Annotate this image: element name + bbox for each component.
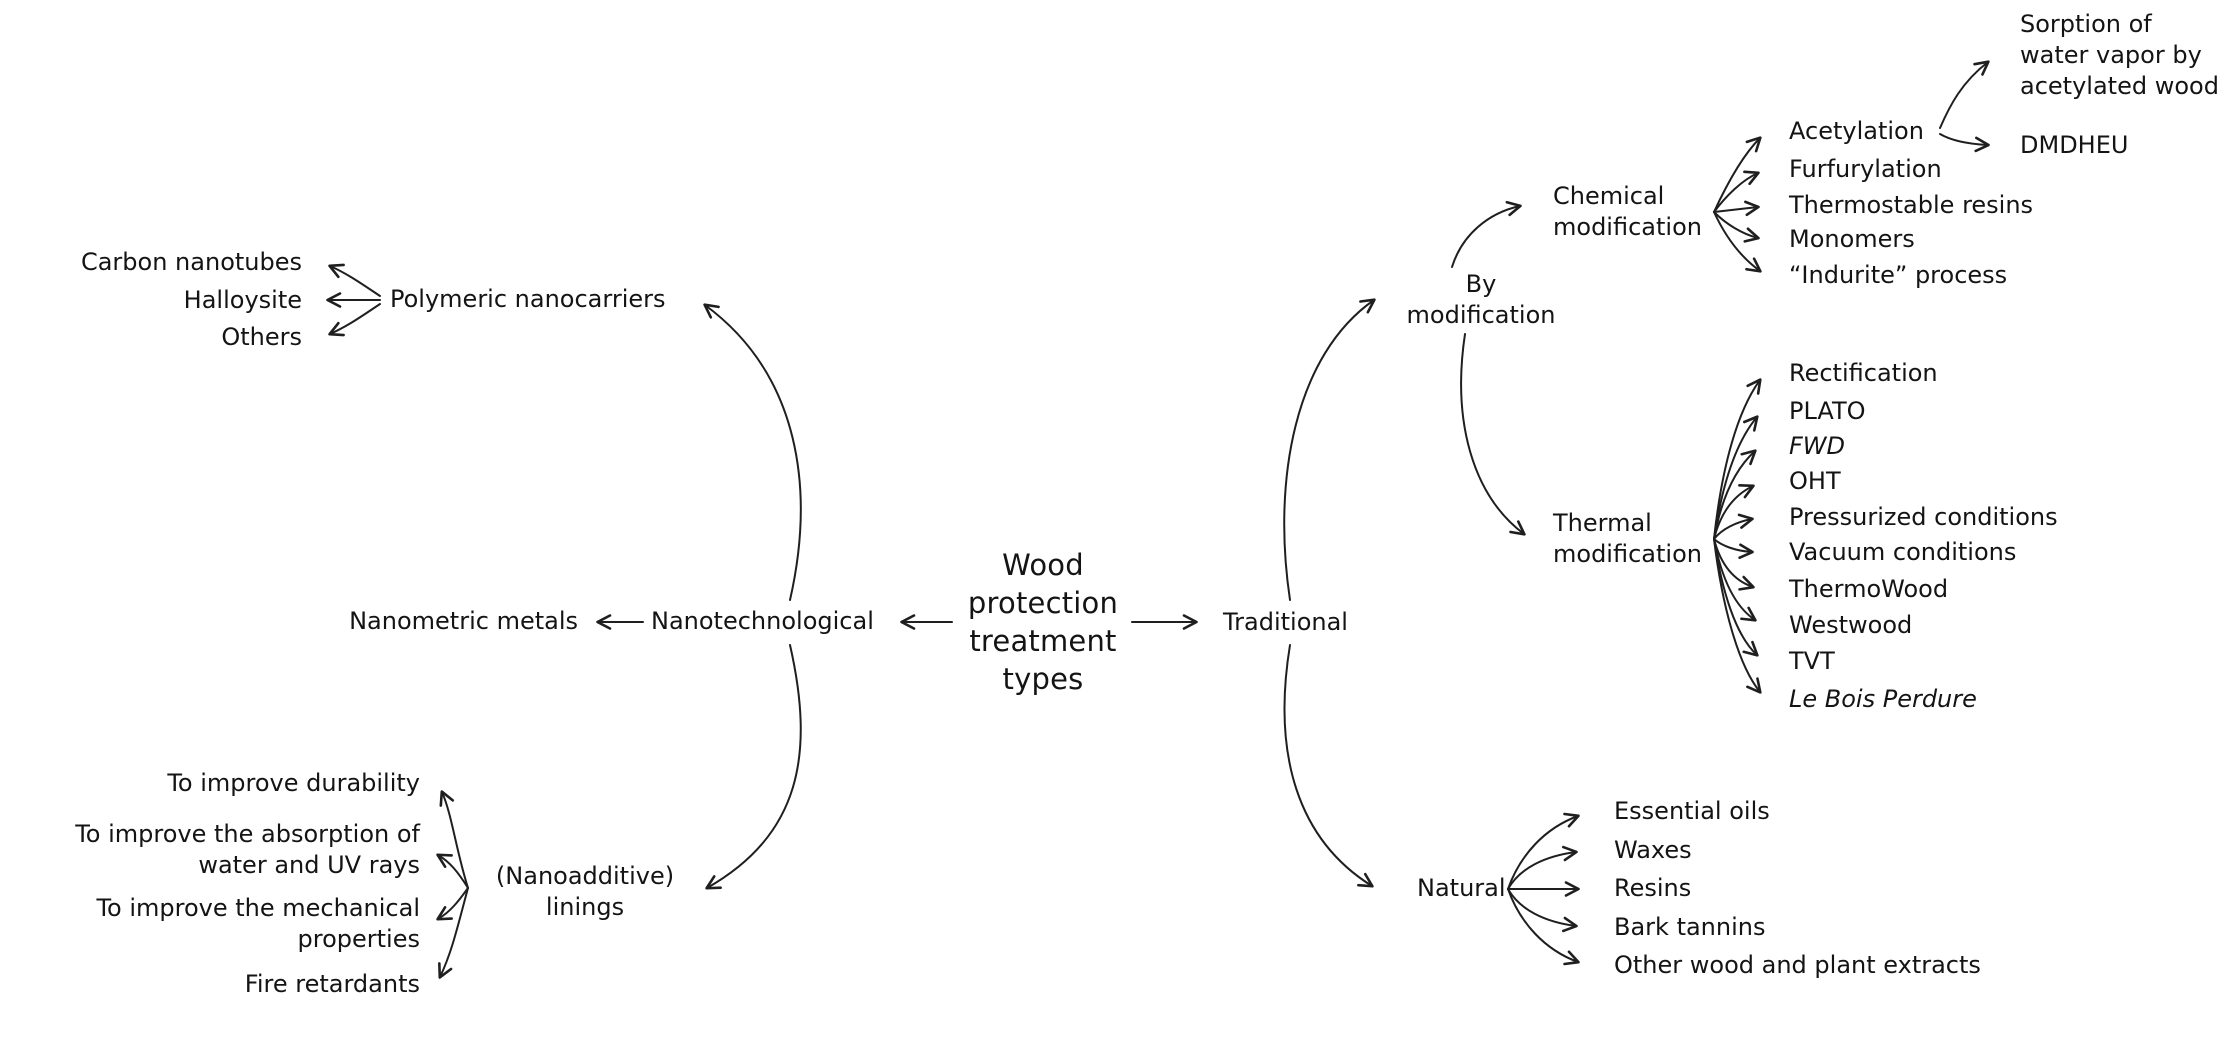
node-furfurylation: Furfurylation — [1789, 155, 1942, 183]
node-natural: Natural — [1417, 874, 1506, 902]
edge-chemical-monomers — [1713, 211, 1760, 243]
node-halloysite: Halloysite — [183, 286, 302, 314]
node-others: Others — [221, 323, 302, 351]
edge-acetylation-sorption — [1939, 60, 1990, 129]
node-sorption-water-vapor: Sorption of water vapor by acetylated wo… — [2020, 10, 2219, 100]
edge-natural-other-extracts — [1507, 888, 1580, 966]
node-rectification: Rectification — [1789, 359, 1938, 387]
node-bark-tannins: Bark tannins — [1614, 913, 1766, 941]
node-dmdheu: DMDHEU — [2020, 131, 2129, 159]
edge-thermal-fwd — [1713, 449, 1757, 540]
edge-thermal-pressurized — [1713, 513, 1754, 540]
edge-bymod-chemical — [1451, 200, 1522, 268]
edge-nano-linings — [705, 644, 802, 890]
edge-nano-polymeric — [703, 303, 802, 601]
edge-polymeric-carbon-nanotubes — [328, 263, 381, 297]
edge-natural-essential-oils — [1507, 812, 1580, 890]
edge-thermal-oht — [1713, 483, 1755, 540]
node-improve-durability: To improve durability — [167, 769, 420, 797]
node-center-title: Wood protection treatment types — [967, 548, 1119, 696]
edge-bymod-thermal — [1460, 333, 1526, 536]
node-le-bois-perdure: Le Bois Perdure — [1789, 685, 1977, 713]
node-westwood: Westwood — [1789, 611, 1913, 639]
edge-chemical-thermostable — [1713, 200, 1760, 217]
node-traditional: Traditional — [1223, 608, 1348, 636]
edge-linings-durability — [439, 790, 469, 889]
node-improve-mechanical: To improve the mechanical properties — [96, 894, 420, 953]
node-improve-absorption: To improve the absorption of water and U… — [75, 820, 420, 879]
node-thermowood: ThermoWood — [1789, 575, 1949, 603]
edge-chemical-indurite — [1713, 211, 1762, 273]
node-vacuum-conditions: Vacuum conditions — [1789, 538, 2017, 566]
node-oht: OHT — [1789, 467, 1841, 495]
edge-natural-bark-tannins — [1507, 888, 1578, 933]
node-by-modification: By modification — [1406, 270, 1556, 329]
edge-thermal-vacuum — [1713, 538, 1754, 560]
node-nanotechnological: Nanotechnological — [651, 607, 874, 635]
node-fire-retardants: Fire retardants — [244, 970, 420, 998]
node-chemical-modification: Chemical modification — [1553, 182, 1702, 241]
edge-traditional-by-modification — [1283, 298, 1376, 601]
node-other-wood-plant-extracts: Other wood and plant extracts — [1614, 951, 1981, 979]
node-indurite-process: “Indurite” process — [1789, 261, 2008, 289]
node-plato: PLATO — [1789, 397, 1866, 425]
edge-linings-absorption — [436, 853, 469, 889]
node-acetylation: Acetylation — [1789, 117, 1924, 145]
edge-linings-mechanical — [436, 887, 469, 921]
edge-thermal-rectification — [1713, 378, 1762, 540]
node-thermal-modification: Thermal modification — [1553, 509, 1702, 568]
node-pressurized-conditions: Pressurized conditions — [1789, 503, 2058, 531]
edge-linings-fire-retardants — [438, 887, 469, 979]
edge-natural-waxes — [1507, 845, 1578, 890]
node-resins: Resins — [1614, 874, 1692, 902]
node-nanometric-metals: Nanometric metals — [349, 607, 578, 635]
edge-chemical-furfurylation — [1713, 170, 1760, 213]
node-nanoadditive-linings: (Nanoadditive) linings — [495, 862, 675, 921]
node-thermostable-resins: Thermostable resins — [1789, 191, 2034, 219]
node-tvt: TVT — [1789, 647, 1835, 675]
node-essential-oils: Essential oils — [1614, 797, 1770, 825]
node-monomers: Monomers — [1789, 225, 1915, 253]
node-polymeric-nanocarriers: Polymeric nanocarriers — [390, 285, 666, 313]
edge-polymeric-others — [328, 303, 381, 337]
node-fwd: FWD — [1789, 432, 1846, 460]
node-waxes: Waxes — [1614, 836, 1692, 864]
node-carbon-nanotubes: Carbon nanotubes — [80, 248, 302, 276]
edge-chemical-acetylation — [1713, 136, 1762, 213]
edge-traditional-natural — [1283, 644, 1374, 888]
edge-thermal-lebois — [1713, 538, 1762, 694]
edge-acetylation-dmdheu — [1939, 133, 1990, 153]
